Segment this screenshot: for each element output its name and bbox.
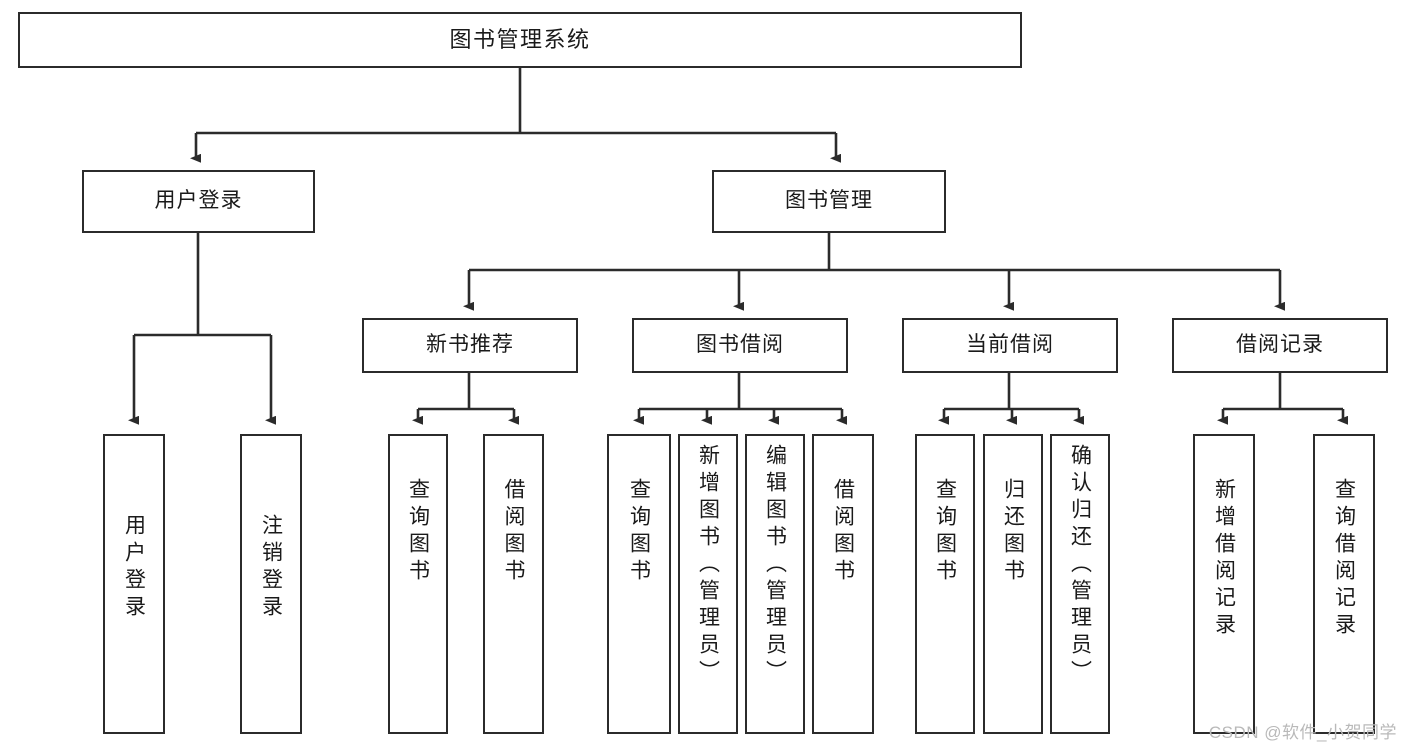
node-label: 新增图书（管理员） [696, 444, 720, 687]
node-label: 编辑图书（管理员） [763, 444, 787, 687]
leaf-edit-book-admin[interactable]: 编辑图书（管理员） [745, 434, 805, 734]
node-book-borrow[interactable]: 图书借阅 [632, 318, 848, 373]
node-label: 确认归还（管理员） [1068, 444, 1092, 687]
node-label: 借阅记录 [1236, 333, 1324, 357]
leaf-return-book[interactable]: 归还图书 [983, 434, 1043, 734]
node-label: 用户登录 [154, 189, 243, 213]
node-label: 查询图书 [406, 478, 430, 586]
csdn-watermark: CSDN @软件_小贺同学 [1208, 723, 1397, 742]
node-label: 查询图书 [933, 478, 957, 586]
leaf-add-book-admin[interactable]: 新增图书（管理员） [678, 434, 738, 734]
node-label: 借阅图书 [502, 478, 525, 586]
node-label: 新书推荐 [426, 333, 514, 357]
node-label: 图书管理系统 [449, 27, 591, 53]
node-label: 查询借阅记录 [1332, 478, 1356, 640]
node-current-borrow[interactable]: 当前借阅 [902, 318, 1118, 373]
node-new-book-recommend[interactable]: 新书推荐 [362, 318, 578, 373]
node-label: 新增借阅记录 [1212, 478, 1236, 640]
node-user-login[interactable]: 用户登录 [82, 170, 315, 233]
leaf-confirm-return-admin[interactable]: 确认归还（管理员） [1050, 434, 1110, 734]
leaf-user-login[interactable]: 用户登录 [103, 434, 165, 734]
node-label: 当前借阅 [966, 333, 1054, 357]
node-book-management[interactable]: 图书管理 [712, 170, 946, 233]
node-label: 查询图书 [627, 478, 651, 586]
leaf-logout-login[interactable]: 注销登录 [240, 434, 302, 734]
node-label: 归还图书 [1001, 478, 1025, 586]
node-label: 图书借阅 [696, 333, 784, 357]
leaf-query-book-borrow[interactable]: 查询图书 [607, 434, 671, 734]
leaf-borrow-book-recommend[interactable]: 借阅图书 [483, 434, 544, 734]
node-label: 图书管理 [785, 189, 873, 213]
leaf-add-borrow-record[interactable]: 新增借阅记录 [1193, 434, 1255, 734]
leaf-borrow-book[interactable]: 借阅图书 [812, 434, 874, 734]
node-borrow-record[interactable]: 借阅记录 [1172, 318, 1388, 373]
leaf-query-borrow-record[interactable]: 查询借阅记录 [1313, 434, 1375, 734]
leaf-query-book-current[interactable]: 查询图书 [915, 434, 975, 734]
node-label: 用户登录 [122, 514, 146, 622]
node-label: 注销登录 [259, 514, 283, 622]
node-root-system[interactable]: 图书管理系统 [18, 12, 1022, 68]
leaf-query-book-recommend[interactable]: 查询图书 [388, 434, 448, 734]
node-label: 借阅图书 [831, 478, 855, 586]
